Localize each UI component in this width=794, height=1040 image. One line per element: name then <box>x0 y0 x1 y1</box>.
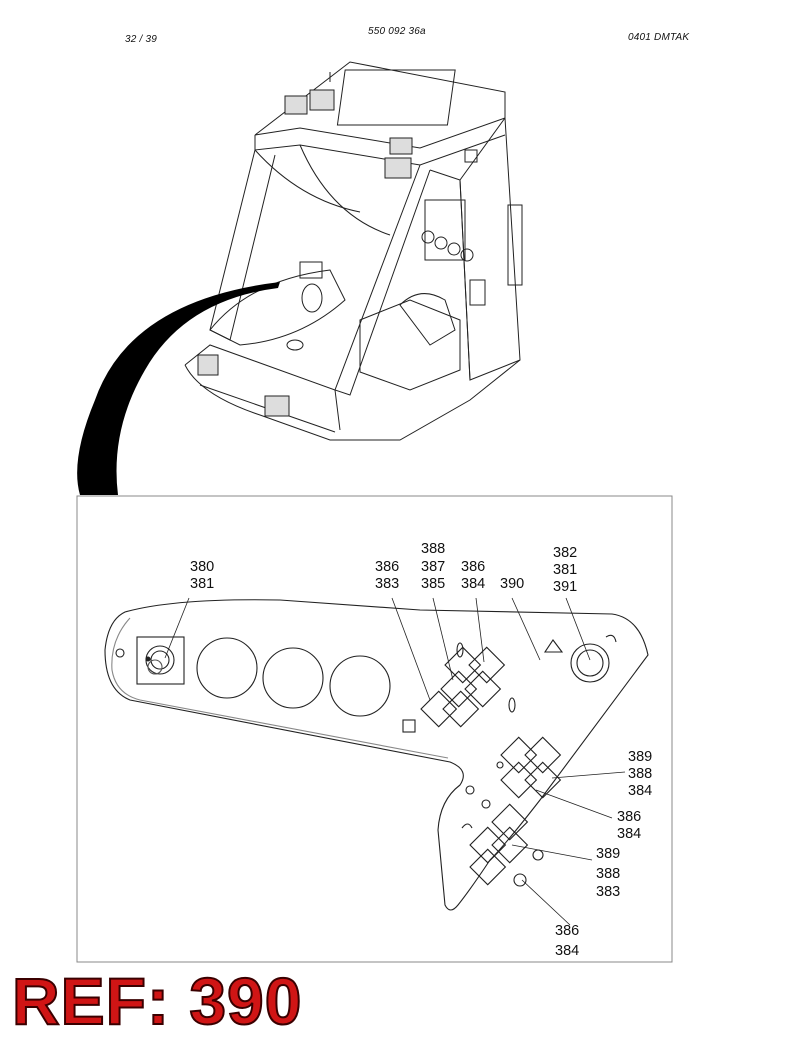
callout-label: 390 <box>500 576 524 592</box>
callout-label: 384 <box>617 826 641 842</box>
callout-386-384-b: 386 384 <box>617 809 641 842</box>
callout-label: 381 <box>553 562 577 578</box>
callout-label: 380 <box>190 559 214 575</box>
callout-label: 384 <box>555 943 579 959</box>
detail-frame <box>76 495 673 963</box>
callout-390: 390 <box>500 576 524 592</box>
callout-label: 389 <box>628 749 652 765</box>
callout-label: 388 <box>628 766 652 782</box>
callout-label: 383 <box>375 576 399 592</box>
callout-label: 386 <box>461 559 485 575</box>
callout-label: 388 <box>421 541 445 557</box>
reference-label: REF: 390 <box>11 964 303 1038</box>
callout-label: 386 <box>617 809 641 825</box>
callout-label: 384 <box>461 576 485 592</box>
callout-388-387-385: 388 387 385 <box>421 541 445 592</box>
cab-drawing <box>184 61 523 441</box>
callout-label: 391 <box>553 579 577 595</box>
document-number: 550 092 36a <box>368 26 426 37</box>
callout-label: 388 <box>596 866 620 882</box>
callout-386-383: 386 383 <box>375 559 399 592</box>
control-panel <box>104 599 649 911</box>
callout-386-384-c: 386 384 <box>555 923 579 959</box>
callout-389-388-383: 389 388 383 <box>596 846 620 900</box>
document-code: 0401 DMTAK <box>628 32 690 43</box>
callout-label: 386 <box>555 923 579 939</box>
page-number: 32 / 39 <box>125 34 157 45</box>
callout-389-388-384: 389 388 384 <box>628 749 652 799</box>
callout-label: 381 <box>190 576 214 592</box>
callout-label: 382 <box>553 545 577 561</box>
callout-label: 389 <box>596 846 620 862</box>
callout-380-381: 380 381 <box>190 559 214 592</box>
callout-label: 383 <box>596 884 620 900</box>
callout-label: 386 <box>375 559 399 575</box>
callout-label: 385 <box>421 576 445 592</box>
callout-386-384-a: 386 384 <box>461 559 485 592</box>
detail-callout-arc <box>77 282 280 495</box>
callout-label: 384 <box>628 783 652 799</box>
callout-382-381-391: 382 381 391 <box>553 545 577 595</box>
callout-label: 387 <box>421 559 445 575</box>
leader-lines <box>164 597 626 926</box>
